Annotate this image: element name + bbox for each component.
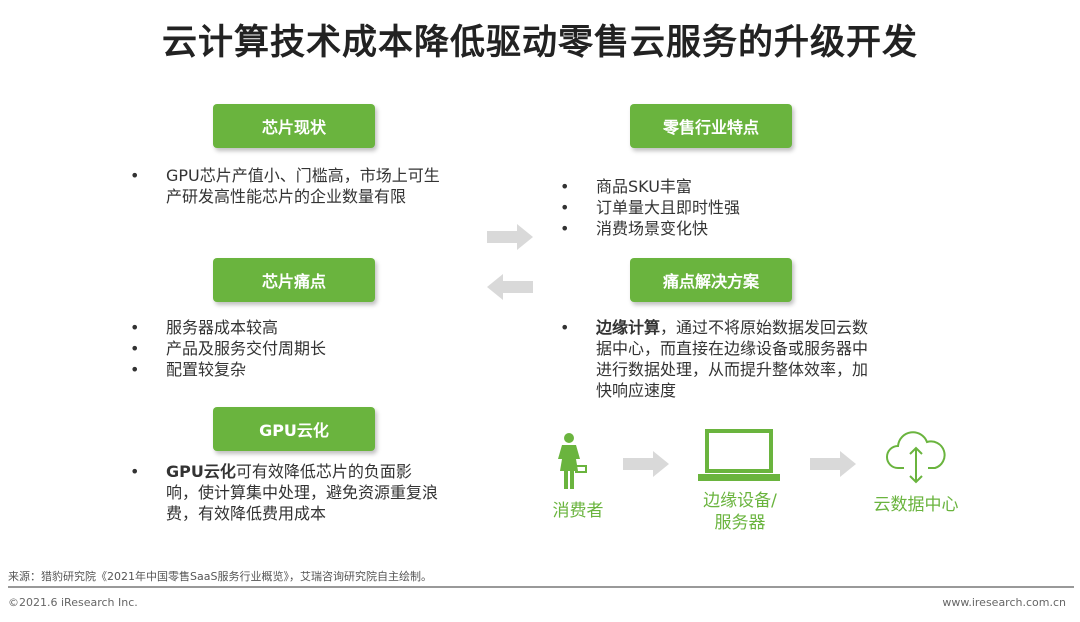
item-text: ，通过不将原始数据发回云数据中心，而直接在边缘设备或服务器中进行数据处理，从而提… [596, 318, 869, 400]
arrow-left-icon [487, 274, 533, 300]
list-item: 消费场景变化快 [560, 218, 880, 239]
list-item: GPU云化可有效降低芯片的负面影响，使计算集中处理，避免资源重复浪费，有效降低费… [130, 461, 440, 524]
chip-pain-label: 芯片痛点 [213, 258, 375, 302]
edge-line-1: 边缘设备/ [703, 491, 777, 511]
gpu-cloud-label: GPU云化 [213, 407, 375, 451]
chip-status-label: 芯片现状 [213, 104, 375, 148]
page-title: 云计算技术成本降低驱动零售云服务的升级开发 [161, 23, 918, 63]
source-note: 来源：猎豹研究院《2021年中国零售SaaS服务行业概览》，艾瑞咨询研究院自主绘… [8, 570, 432, 583]
consumer-icon [558, 433, 587, 489]
solution-label: 痛点解决方案 [630, 258, 792, 302]
edge-line-2: 服务器 [714, 513, 766, 533]
website-link[interactable]: www.iresearch.com.cn [942, 596, 1066, 609]
retail-features-label: 零售行业特点 [630, 104, 792, 148]
cloud-upload-download-icon [886, 431, 946, 484]
list-item: GPU芯片产值小、门槛高，市场上可生产研发高性能芯片的企业数量有限 [130, 165, 440, 207]
bold-term: GPU云化 [166, 462, 236, 481]
bold-term: 边缘计算 [596, 318, 661, 337]
consumer-label: 消费者 [552, 501, 604, 521]
cloud-datacenter-label: 云数据中心 [873, 495, 959, 515]
list-item: 产品及服务交付周期长 [130, 338, 440, 359]
chip-status-list: GPU芯片产值小、门槛高，市场上可生产研发高性能芯片的企业数量有限 [130, 165, 440, 207]
list-item: 配置较复杂 [130, 359, 440, 380]
retail-features-list: 商品SKU丰富 订单量大且即时性强 消费场景变化快 [560, 176, 880, 239]
chip-pain-list: 服务器成本较高 产品及服务交付周期长 配置较复杂 [130, 317, 440, 380]
solution-list: 边缘计算，通过不将原始数据发回云数据中心，而直接在边缘设备或服务器中进行数据处理… [560, 317, 870, 401]
list-item: 商品SKU丰富 [560, 176, 880, 197]
copyright: ©2021.6 iResearch Inc. [8, 596, 138, 609]
laptop-icon [698, 429, 780, 481]
edge-device-label: 边缘设备/服务器 [680, 490, 800, 534]
footer-divider [8, 586, 1074, 588]
list-item: 边缘计算，通过不将原始数据发回云数据中心，而直接在边缘设备或服务器中进行数据处理… [560, 317, 870, 401]
list-item: 订单量大且即时性强 [560, 197, 880, 218]
arrow-right-icon [487, 224, 533, 250]
arrow-right-icon [810, 451, 856, 477]
gpu-cloud-list: GPU云化可有效降低芯片的负面影响，使计算集中处理，避免资源重复浪费，有效降低费… [130, 461, 440, 524]
list-item: 服务器成本较高 [130, 317, 440, 338]
arrow-right-icon [623, 451, 669, 477]
item-text: 可有效降低芯片的负面影响，使计算集中处理，避免资源重复浪费，有效降低费用成本 [166, 462, 439, 523]
